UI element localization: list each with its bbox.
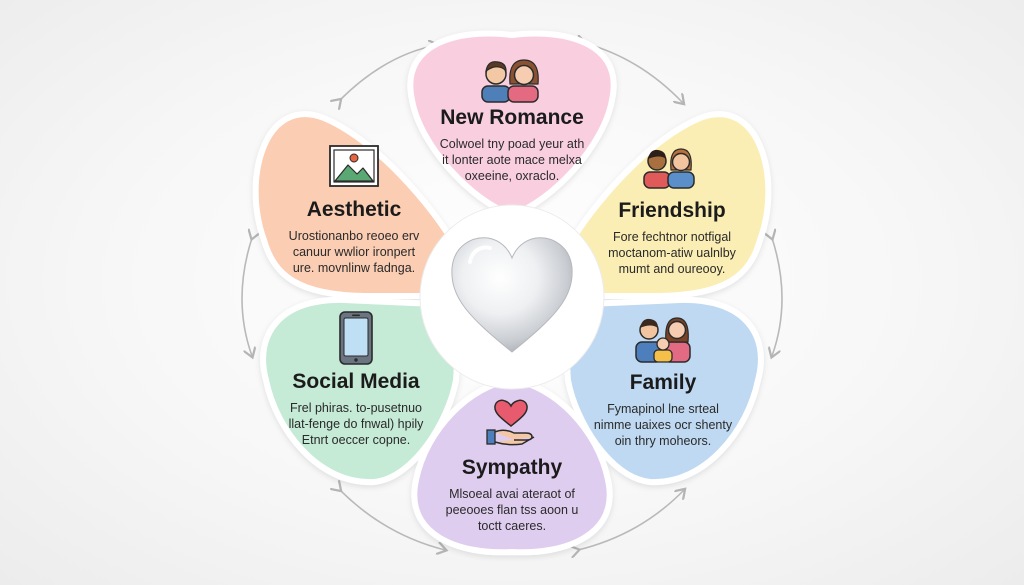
description-line: canuur wwlior ironpert	[292, 245, 416, 259]
arrow-bottom-right	[578, 490, 684, 550]
petal-title-sympathy: Sympathy	[461, 456, 563, 479]
family-icon	[635, 317, 691, 363]
petal-label-aesthetic: Aesthetic Urostionanbo reoeo erv canuur …	[269, 198, 439, 276]
description-line: it lonter aote mace melxa	[442, 153, 582, 167]
petal-label-family: Family Fymapinol lne srteal nimme uaixes…	[578, 371, 748, 449]
petal-new-romance[interactable]	[407, 30, 617, 218]
petal-label-new-romance: New Romance Colwoel tny poad yeur ath it…	[427, 106, 597, 184]
smartphone-icon	[339, 311, 373, 365]
petal-description-family: Fymapinol lne srteal nimme uaixes ocr sh…	[578, 401, 748, 449]
description-line: oxeeine, oxraclo.	[464, 169, 560, 183]
description-line: moctanom-atiw ualnlby	[608, 246, 736, 260]
description-line: Urostionanbo reoeo erv	[288, 229, 420, 243]
friends-icon	[643, 148, 695, 189]
petal-description-social-media: Frel phiras. to-pusetnuo llat-fenge do f…	[271, 400, 441, 448]
petal-label-friendship: Friendship Fore fechtnor notfigal moctan…	[587, 199, 757, 277]
arrow-left	[241, 238, 252, 356]
description-line: llat-fenge do fnwal) hpily	[288, 417, 424, 431]
description-line: peeooes flan tss aoon u	[445, 503, 579, 517]
heart-in-hand-icon	[486, 399, 535, 446]
picture-frame-icon	[329, 145, 379, 187]
petal-title-new-romance: New Romance	[440, 106, 584, 129]
description-line: Fymapinol lne srteal	[607, 402, 719, 416]
arrow-right	[772, 238, 783, 356]
description-line: mumt and oureooy.	[618, 262, 726, 276]
description-line: Fore fechtnor notfigal	[612, 230, 732, 244]
heart-highlight	[468, 245, 492, 264]
couple-icon	[481, 59, 539, 103]
description-line: oin thry moheors.	[614, 434, 712, 448]
petal-label-sympathy: Sympathy Mlsoeal avai ateraot of peeooes…	[427, 456, 597, 534]
description-line: Mlsoeal avai ateraot of	[449, 487, 575, 501]
petal-label-social-media: Social Media Frel phiras. to-pusetnuo ll…	[271, 370, 441, 448]
heart-icon	[451, 237, 573, 353]
description-line: Frel phiras. to-pusetnuo	[289, 401, 422, 415]
petal-description-new-romance: Colwoel tny poad yeur ath it lonter aote…	[427, 136, 597, 184]
description-line: ure. movnlinw fadnga.	[292, 261, 416, 275]
petal-title-social-media: Social Media	[292, 370, 420, 393]
description-line: toctt caeres.	[477, 519, 547, 533]
petal-title-aesthetic: Aesthetic	[306, 198, 402, 221]
description-line: Colwoel tny poad yeur ath	[439, 137, 585, 151]
petal-description-aesthetic: Urostionanbo reoeo erv canuur wwlior iro…	[269, 228, 439, 276]
description-line: Etnrt oeccer copne.	[301, 433, 411, 447]
petal-title-family: Family	[629, 371, 697, 394]
petal-description-friendship: Fore fechtnor notfigal moctanom-atiw ual…	[587, 229, 757, 277]
petal-description-sympathy: Mlsoeal avai ateraot of peeooes flan tss…	[427, 486, 597, 534]
description-line: nimme uaixes ocr shenty	[593, 418, 733, 432]
arrow-bottom-left	[340, 490, 445, 550]
petal-title-friendship: Friendship	[618, 199, 726, 222]
